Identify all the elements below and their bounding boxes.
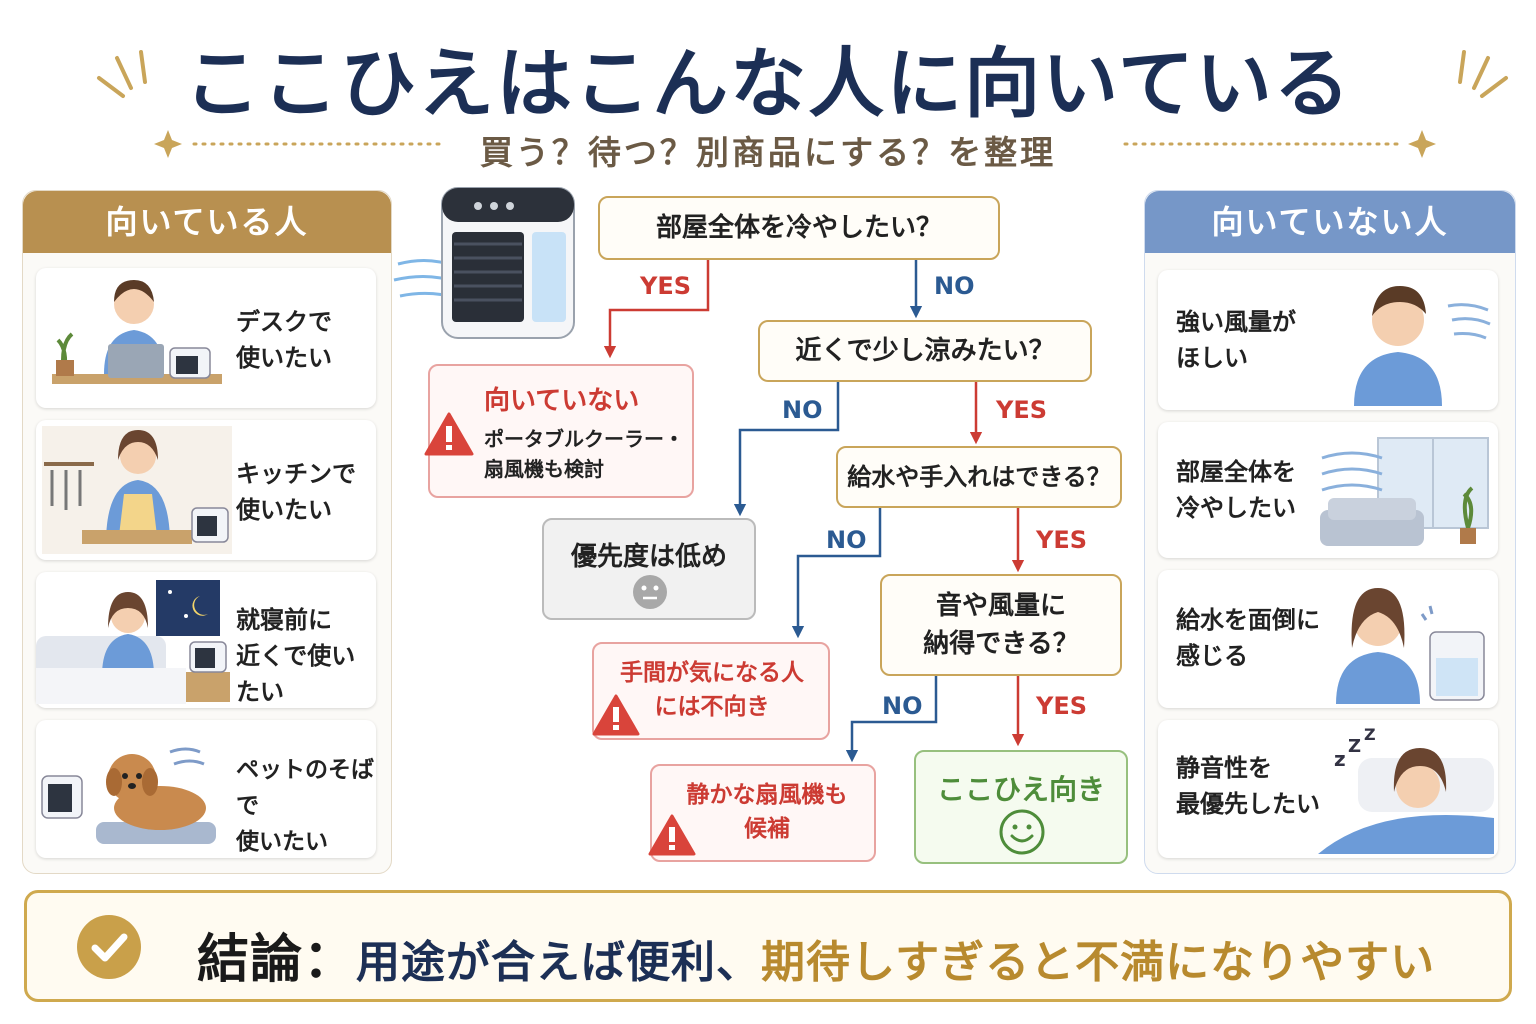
- edge-label-no: NO: [882, 692, 923, 720]
- bedtime-user-illustration: [36, 580, 230, 704]
- man-worried-illustration: [1354, 286, 1491, 406]
- question-cool-nearby: 近くで少し涼みたい？: [758, 320, 1092, 382]
- svg-text:z: z: [1334, 747, 1346, 771]
- smile-face-icon: [999, 809, 1045, 855]
- subtitle-rule-left: [154, 130, 447, 158]
- result-quiet-fan: 静かな扇風機も 候補: [648, 764, 876, 862]
- kitchen-user-illustration: [42, 426, 232, 554]
- unsuitable-item-whole-room: 部屋全体を 冷やしたい: [1158, 422, 1498, 558]
- unsuitable-item-label: 強い風量が ほしい: [1176, 308, 1296, 372]
- sparkle-lines-right-icon: [1458, 50, 1508, 98]
- unsuitable-panel-header: 向いていない人: [1145, 191, 1515, 253]
- result-not-suitable: 向いていない ポータブルクーラー・ 扇風機も検討: [424, 364, 694, 498]
- unsuitable-item-label: 給水を面倒に 感じる: [1176, 606, 1320, 670]
- conclusion-bar: 結論：用途が合えば便利、期待しすぎると不満になりやすい: [24, 890, 1512, 1002]
- woman-troubled-illustration: [1336, 588, 1485, 704]
- result-title: ここひえ向き: [936, 773, 1105, 806]
- suitable-item-label: 就寝前に 近くで使いたい: [236, 606, 356, 706]
- result-low-priority: 優先度は低め: [542, 518, 756, 620]
- result-suitable: ここひえ向き: [914, 750, 1128, 864]
- page-subtitle: 買う？待つ？別商品にする？を整理: [479, 133, 1057, 172]
- edge-label-no: NO: [826, 526, 867, 554]
- pet-dog-illustration: [41, 747, 216, 844]
- cooler-product-illustration: [393, 187, 575, 339]
- suitable-item-desk: デスクで 使いたい: [36, 268, 376, 408]
- sparkle-lines-left-icon: [97, 50, 147, 98]
- warning-icon: [648, 814, 696, 856]
- svg-text:Z: Z: [1364, 726, 1376, 744]
- result-title: 静かな扇風機も 候補: [686, 782, 848, 842]
- subtitle-rule-right: [1123, 130, 1436, 158]
- warning-icon: [424, 412, 474, 456]
- conclusion-part1: 用途が合えば便利、: [356, 937, 762, 988]
- result-body: ポータブルクーラー・ 扇風機も検討: [484, 427, 684, 481]
- conclusion-text: 結論：用途が合えば便利、期待しすぎると不満になりやすい: [197, 917, 1435, 992]
- neutral-face-icon: [633, 575, 667, 609]
- check-circle-icon: [77, 915, 141, 979]
- suitable-item-label: ペットのそばで 使いたい: [236, 757, 374, 855]
- question-maintenance: 給水や手入れはできる？: [836, 446, 1122, 508]
- edge-label-yes: YES: [1036, 526, 1088, 554]
- edge-label-no: NO: [782, 396, 823, 424]
- suitable-item-label: キッチンで 使いたい: [236, 460, 356, 524]
- question-noise-airflow: 音や風量に 納得できる？: [880, 574, 1122, 676]
- suitable-panel-header: 向いている人: [23, 191, 391, 253]
- page-title: ここひえはこんな人に向いている: [184, 39, 1352, 128]
- unsuitable-item-label: 静音性を 最優先したい: [1176, 754, 1320, 818]
- woman-sleeping-illustration: z Z Z: [1318, 726, 1494, 854]
- edge-label-yes: YES: [996, 396, 1048, 424]
- desk-user-illustration: [52, 280, 222, 384]
- suitable-item-kitchen: キッチンで 使いたい: [36, 420, 376, 560]
- result-title: 手間が気になる人 には不向き: [620, 660, 804, 720]
- edge-label-yes: YES: [640, 272, 692, 300]
- suitable-item-label: デスクで 使いたい: [236, 308, 332, 372]
- living-room-illustration: [1320, 437, 1489, 546]
- svg-text:Z: Z: [1348, 736, 1361, 757]
- conclusion-part2: 期待しすぎると不満になりやすい: [761, 937, 1436, 988]
- edge-label-no: NO: [934, 272, 975, 300]
- unsuitable-item-airflow: 強い風量が ほしい: [1158, 270, 1498, 410]
- result-hassle: 手間が気になる人 には不向き: [592, 642, 830, 740]
- warning-icon: [592, 694, 640, 736]
- result-title: 向いていない: [484, 386, 640, 416]
- conclusion-label: 結論: [197, 930, 304, 990]
- suitable-item-pet: ペットのそばで 使いたい: [36, 720, 376, 858]
- edge-label-yes: YES: [1036, 692, 1088, 720]
- question-whole-room: 部屋全体を冷やしたい？: [598, 196, 1000, 260]
- unsuitable-item-quiet: 静音性を 最優先したい z Z Z: [1158, 720, 1498, 858]
- result-title: 優先度は低め: [570, 542, 727, 572]
- conclusion-colon: ：: [303, 930, 357, 990]
- unsuitable-item-water: 給水を面倒に 感じる: [1158, 570, 1498, 708]
- unsuitable-item-label: 部屋全体を 冷やしたい: [1176, 458, 1296, 522]
- suitable-item-bedtime: 就寝前に 近くで使いたい: [36, 572, 376, 708]
